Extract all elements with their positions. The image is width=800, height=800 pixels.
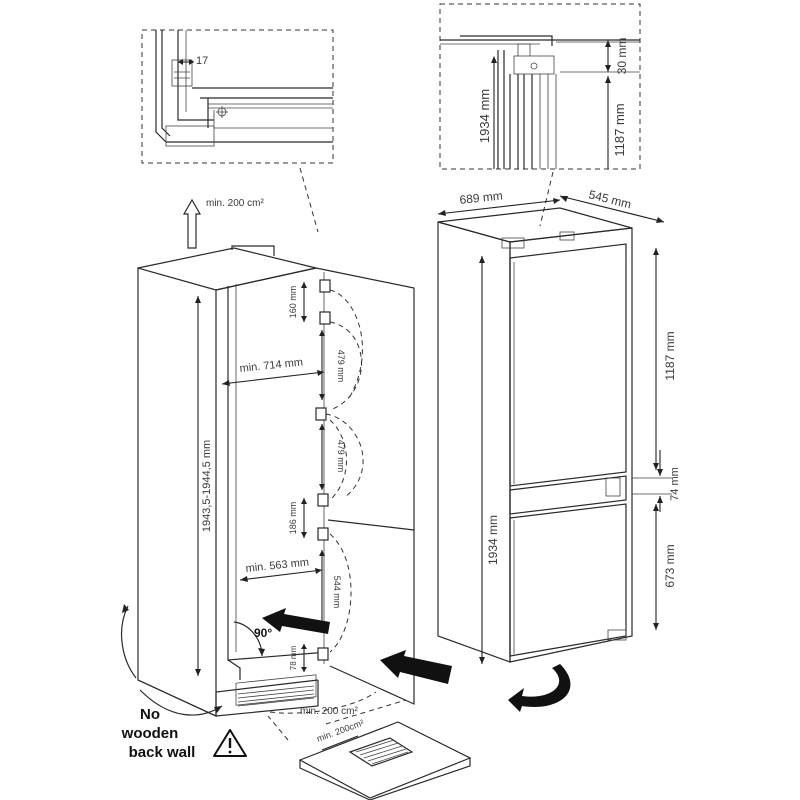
leader-right	[539, 171, 554, 227]
push-arrow-fridge	[380, 650, 452, 684]
fridge-unit	[437, 207, 633, 663]
dim-30mm-label: 30 mm	[615, 38, 629, 75]
min-714-dim: min. 714 mm	[221, 356, 325, 386]
dim-1934mm-detail-label: 1934 mm	[477, 89, 492, 143]
hinge-dimensions: 160 mm 479 mm 479 mm 186 mm 544 mm 78 mm	[288, 282, 346, 672]
hinge-2	[319, 311, 331, 325]
no-wooden-back-wall-warning: No wooden back wall	[121, 604, 247, 761]
hinge-3	[315, 407, 327, 421]
bottom-vent-flow	[269, 691, 377, 714]
insert-arrow-cabinet	[262, 608, 330, 634]
angle-90-mark: 90°	[233, 621, 272, 657]
hinge-186mm-label: 186 mm	[288, 502, 298, 535]
hinge-5	[317, 527, 329, 541]
angle-90-label: 90°	[254, 626, 272, 640]
cabinet-height-dim: 1943,5-1944,5 mm	[195, 296, 213, 676]
upper-section-label: 1187 mm	[663, 331, 677, 380]
hinge-points	[315, 279, 364, 661]
hinge-4	[317, 493, 329, 507]
bottom-vent-label: min. 200 cm²	[300, 706, 358, 717]
cabinet-height-label: 1943,5-1944,5 mm	[201, 440, 213, 532]
top-vent-label: min. 200 cm²	[206, 198, 264, 209]
dim-17-label: 17	[196, 55, 208, 67]
warning-line-1: No	[140, 706, 160, 723]
top-vent-arrow: min. 200 cm²	[182, 198, 264, 249]
warning-triangle-icon	[213, 729, 247, 757]
leader-left	[299, 167, 319, 233]
hinge-544mm-label: 544 mm	[332, 576, 342, 609]
detail-box-right: 30 mm 1934 mm 1187 mm	[439, 3, 641, 170]
min-563-dim: min. 563 mm	[239, 556, 323, 582]
gap-74mm-label: 74 mm	[669, 467, 681, 501]
detail-box-left: 17	[141, 29, 334, 164]
hinge-78mm-label: 78 mm	[289, 645, 298, 670]
dim-1187mm-detail-label: 1187 mm	[612, 103, 627, 156]
bottom-vent-grille	[237, 685, 315, 707]
fridge-depth-label: 545 mm	[587, 187, 632, 211]
floor-vent-leader	[267, 715, 289, 741]
warning-line-2: wooden	[121, 725, 179, 742]
fridge-width-label: 689 mm	[459, 189, 504, 207]
floor-vent-plate: min. 200cm²	[298, 718, 472, 800]
warning-line-3: back wall	[129, 744, 196, 761]
fridge-height-label: 1934 mm	[486, 515, 500, 565]
floor-vent-label: min. 200cm²	[315, 718, 365, 744]
rotate-arrow	[508, 664, 571, 712]
hinge-160mm-label: 160 mm	[288, 286, 298, 319]
lower-section-label: 673 mm	[663, 544, 677, 587]
fridge-dimensions: 689 mm 545 mm 1934 mm 1187 mm 74 mm 673 …	[437, 187, 681, 664]
hinge-6	[317, 647, 329, 661]
hinge-1	[319, 279, 331, 293]
hinge-479mm-lower-label: 479 mm	[336, 440, 346, 473]
kitchen-cabinet	[137, 245, 415, 717]
floor-vent-flow	[325, 699, 407, 725]
min-714-label: min. 714 mm	[239, 356, 303, 375]
hinge-479mm-upper-label: 479 mm	[336, 350, 346, 383]
